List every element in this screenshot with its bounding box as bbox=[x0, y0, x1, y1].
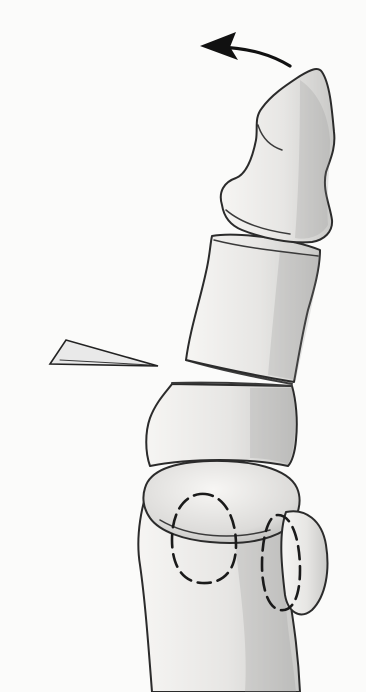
proximal-phalanx-base bbox=[146, 384, 297, 466]
osteotomy-wedge bbox=[50, 340, 158, 366]
metatarsal bbox=[138, 461, 300, 692]
proximal-phalanx bbox=[186, 235, 320, 382]
rotation-arrow bbox=[200, 32, 290, 66]
sesamoid-lateral bbox=[281, 511, 327, 614]
distal-phalanx bbox=[221, 69, 335, 242]
